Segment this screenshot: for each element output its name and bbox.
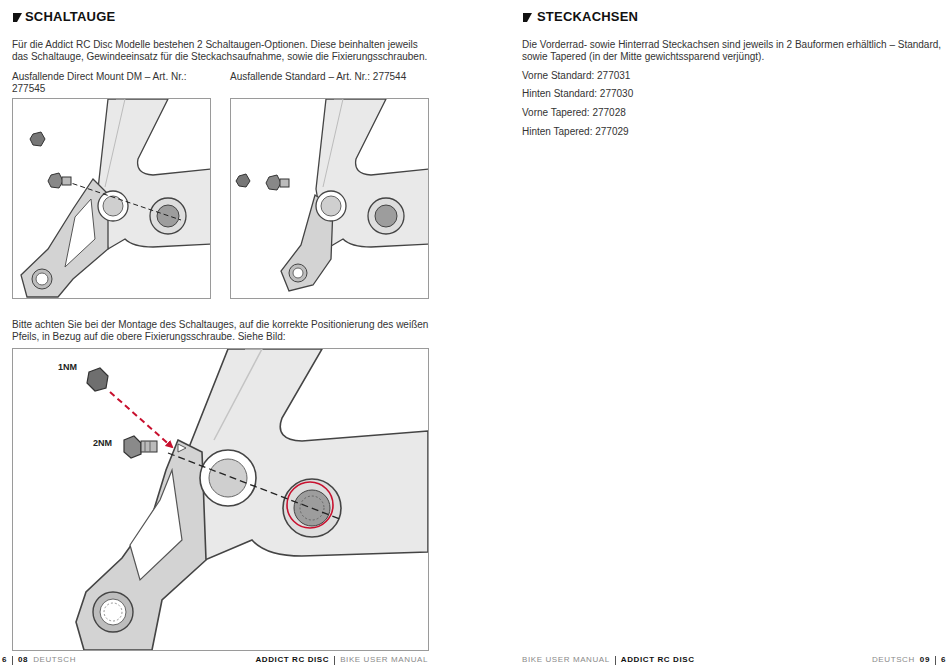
- footer-text: BIKE USER MANUAL: [340, 655, 428, 665]
- footer-separator: [334, 656, 335, 665]
- page-footer: BIKE USER MANUAL ADDICT RC DISC: [522, 655, 695, 665]
- footer-text: ADDICT RC DISC: [621, 655, 695, 665]
- image-frame: [13, 99, 211, 299]
- image-frame: [231, 99, 429, 299]
- image-frame: [13, 349, 429, 651]
- footer-separator: [935, 656, 936, 665]
- dropout-standard-illustration: [236, 99, 429, 291]
- footer-text: 09: [920, 655, 930, 665]
- footer-text: DEUTSCH: [33, 655, 76, 665]
- dropout-detail-illustration: [76, 349, 428, 650]
- footer-text: 6: [2, 655, 7, 665]
- page-footer: ADDICT RC DISC BIKE USER MANUAL: [255, 655, 428, 665]
- footer-text: 6: [941, 655, 946, 665]
- footer-text: 08: [18, 655, 28, 665]
- footer-separator: [615, 656, 616, 665]
- footer-text: ADDICT RC DISC: [255, 655, 329, 665]
- body-text: Die Vorderrad- sowie Hinterrad Steckachs…: [522, 39, 942, 63]
- body-text: Für die Addict RC Disc Modelle bestehen …: [12, 39, 432, 63]
- dropout-dm-illustration: [21, 99, 211, 297]
- page-footer: DEUTSCH 09 6: [872, 655, 946, 665]
- footer-text: DEUTSCH: [872, 655, 915, 665]
- body-text: Bitte achten Sie bei der Montage des Sch…: [12, 319, 432, 343]
- torque-callout: 1NM: [58, 362, 98, 373]
- part-number: Vorne Standard: 277031: [522, 70, 822, 82]
- heading-icon: [13, 13, 22, 22]
- part-number: Vorne Tapered: 277028: [522, 107, 822, 119]
- figure-caption: Ausfallende Standard – Art. Nr.: 277544: [230, 71, 430, 83]
- heading-icon: [523, 13, 532, 22]
- part-number: Hinten Standard: 277030: [522, 88, 822, 100]
- figure-caption: Ausfallende Direct Mount DM – Art. Nr.: …: [12, 71, 217, 95]
- section-heading: SCHALTAUGE: [25, 9, 325, 24]
- part-number: Hinten Tapered: 277029: [522, 126, 822, 138]
- footer-separator: [12, 656, 13, 665]
- torque-callout: 2NM: [93, 438, 133, 449]
- footer-text: BIKE USER MANUAL: [522, 655, 610, 665]
- section-heading: STECKACHSEN: [537, 9, 837, 24]
- page-footer: 6 08 DEUTSCH: [2, 655, 76, 665]
